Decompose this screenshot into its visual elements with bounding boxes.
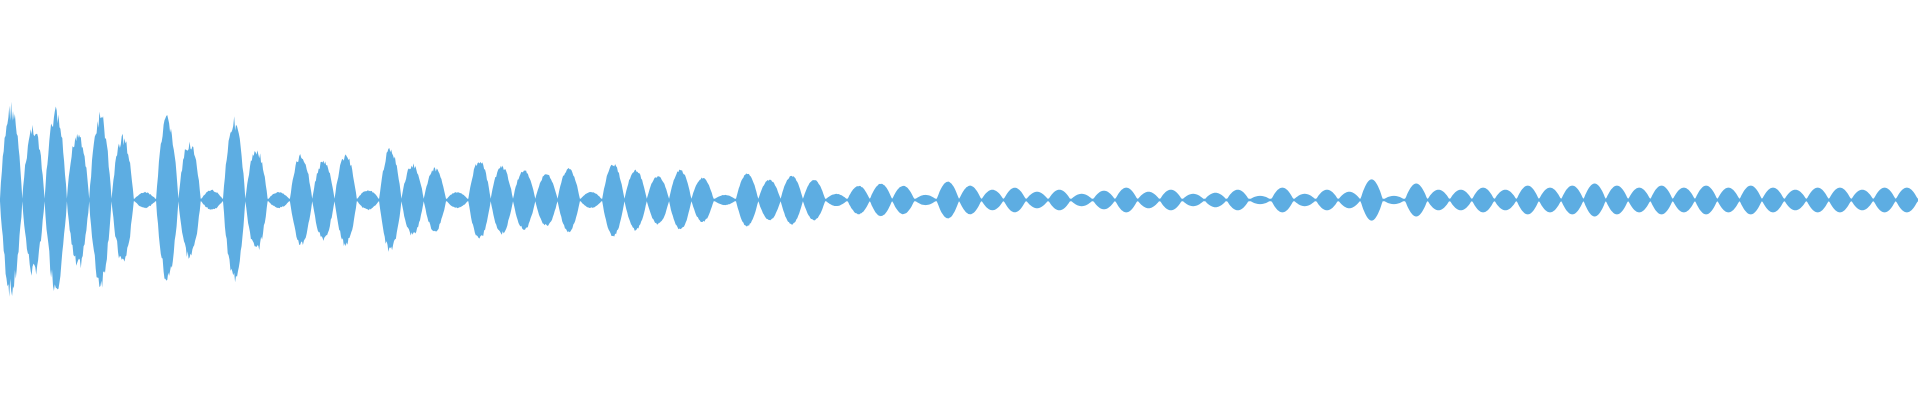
waveform-envelope [0,101,1918,297]
